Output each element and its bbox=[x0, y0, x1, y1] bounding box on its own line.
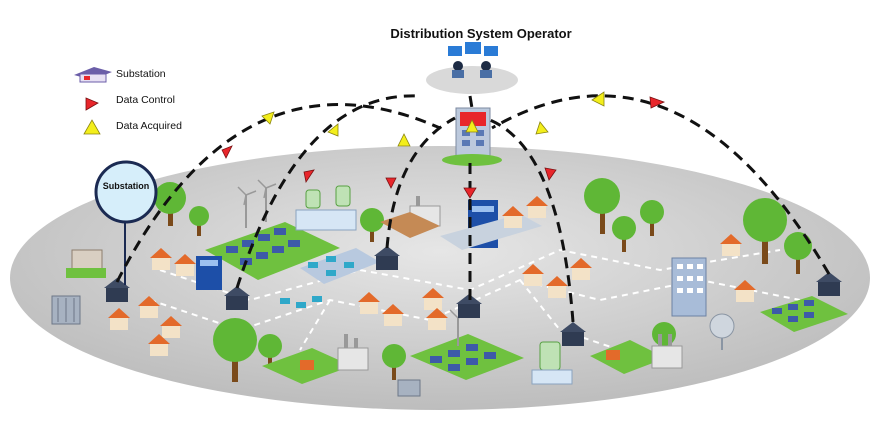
link-to-center-right bbox=[489, 118, 575, 323]
legend: Substation Data Control Data Acquired bbox=[70, 62, 230, 140]
tree bbox=[360, 208, 384, 242]
house bbox=[382, 304, 404, 326]
house bbox=[422, 288, 444, 310]
legend-item-data-acquired: Data Acquired bbox=[70, 114, 230, 140]
legend-item-data-control: Data Control bbox=[70, 88, 230, 114]
substation-node bbox=[374, 246, 400, 270]
substation-callout bbox=[94, 160, 158, 285]
tree bbox=[640, 200, 664, 236]
legend-label: Data Control bbox=[116, 94, 175, 106]
tree bbox=[784, 232, 812, 274]
office-tower-right bbox=[671, 257, 707, 317]
tree bbox=[189, 206, 209, 236]
house bbox=[174, 254, 196, 276]
substations bbox=[104, 246, 842, 346]
link-to-left-substation bbox=[115, 103, 441, 283]
data-acquired-arrow bbox=[535, 121, 549, 135]
house bbox=[546, 276, 568, 298]
data-acquired-arrow bbox=[397, 133, 411, 147]
data-control-arrow bbox=[463, 187, 477, 199]
link-to-solar-farm bbox=[235, 94, 421, 289]
house bbox=[734, 280, 756, 302]
solar-farm-bottom bbox=[410, 309, 524, 380]
data-acquired-arrow bbox=[465, 119, 479, 133]
data-control-arrow bbox=[649, 96, 666, 109]
house bbox=[526, 196, 548, 218]
dso-building bbox=[442, 107, 502, 166]
trees bbox=[154, 178, 812, 382]
communication-links bbox=[115, 94, 831, 323]
data-acquired-arrow bbox=[591, 91, 605, 107]
tree bbox=[612, 216, 636, 252]
data-acquired-arrow bbox=[327, 123, 339, 137]
ev-parking bbox=[280, 248, 380, 308]
link-dso-room bbox=[468, 95, 474, 109]
substation-icon bbox=[74, 67, 112, 83]
data-control-arrow bbox=[544, 167, 557, 181]
tree bbox=[743, 198, 787, 264]
tree bbox=[213, 318, 257, 382]
house bbox=[150, 248, 172, 270]
solar-farm-right bbox=[709, 296, 848, 350]
red-triangle-icon bbox=[85, 97, 99, 111]
link-to-center-left bbox=[385, 116, 456, 249]
legend-icons bbox=[74, 67, 112, 135]
link-to-far-right bbox=[491, 94, 831, 275]
house bbox=[426, 308, 448, 330]
substation-node bbox=[816, 272, 842, 296]
house bbox=[522, 264, 544, 286]
dso-control-room bbox=[426, 42, 518, 94]
diagram-title: Distribution System Operator bbox=[390, 26, 572, 41]
data-control-arrow bbox=[303, 169, 315, 184]
substation-node bbox=[560, 322, 586, 346]
house bbox=[358, 292, 380, 314]
substation-node bbox=[104, 278, 130, 302]
farm-bottom-left bbox=[262, 334, 369, 384]
houses bbox=[108, 196, 756, 356]
tree bbox=[584, 178, 620, 234]
legend-label: Data Acquired bbox=[116, 120, 182, 132]
substation-callout-label: Substation bbox=[102, 181, 150, 191]
data-control-markers bbox=[221, 96, 666, 199]
primary-substation bbox=[51, 249, 421, 397]
substation-node bbox=[224, 286, 250, 310]
data-acquired-markers bbox=[261, 91, 605, 147]
tree bbox=[258, 334, 282, 368]
house bbox=[502, 206, 524, 228]
farm-bottom-right bbox=[590, 334, 683, 374]
data-control-arrow bbox=[385, 177, 397, 189]
yellow-triangle-icon bbox=[83, 119, 101, 135]
house bbox=[108, 308, 130, 330]
solar-farm-left bbox=[196, 179, 340, 290]
house bbox=[720, 234, 742, 256]
data-acquired-arrow bbox=[261, 111, 275, 125]
battery-storage bbox=[295, 185, 573, 385]
house bbox=[138, 296, 160, 318]
tree bbox=[382, 344, 406, 380]
data-control-arrow bbox=[221, 145, 233, 159]
house bbox=[148, 334, 170, 356]
legend-label: Substation bbox=[116, 68, 166, 80]
house bbox=[160, 316, 182, 338]
legend-item-substation: Substation bbox=[70, 62, 230, 88]
factory-top-center bbox=[380, 196, 441, 238]
house bbox=[570, 258, 592, 280]
